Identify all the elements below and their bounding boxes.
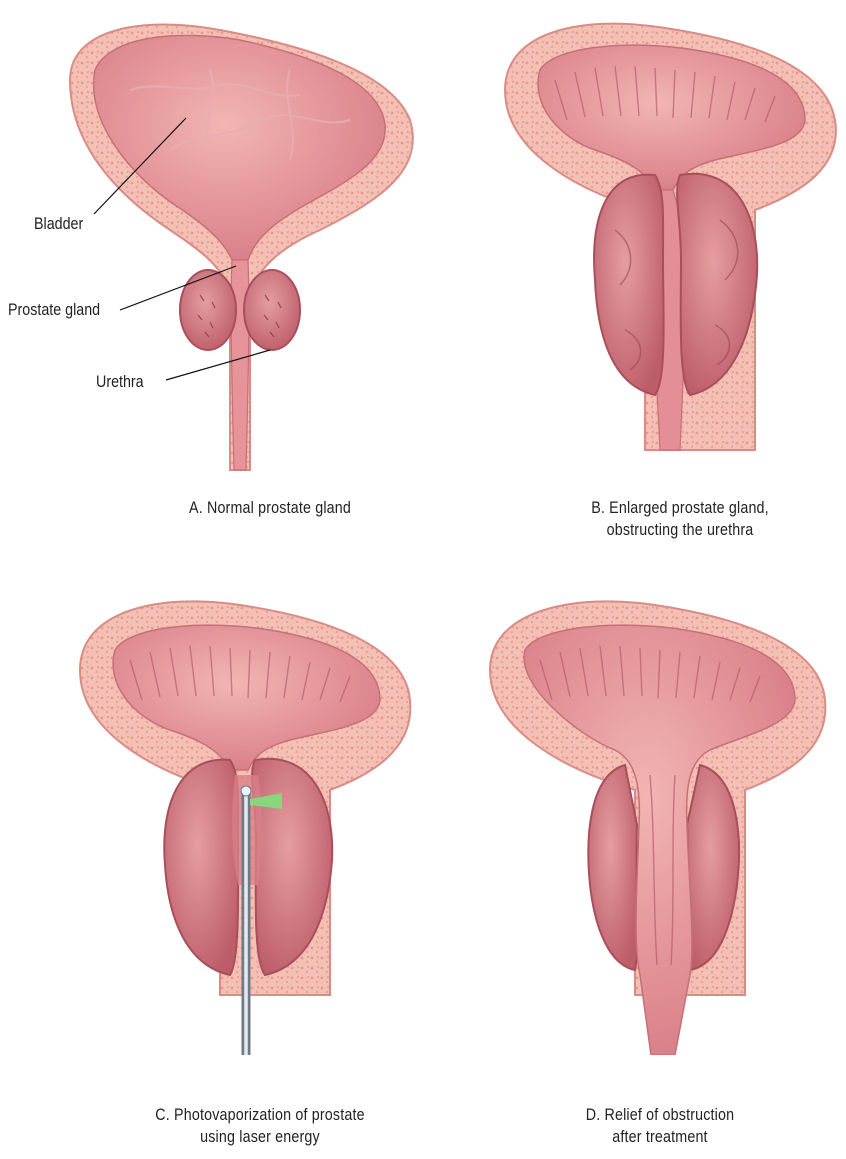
caption-panel-b: B. Enlarged prostate gland, obstructing … [546, 497, 815, 541]
caption-panel-d: D. Relief of obstruction after treatment [534, 1104, 786, 1148]
caption-panel-d-line1: D. Relief of obstruction [534, 1104, 786, 1126]
panel-b-enlarged-prostate-illustration [495, 10, 845, 470]
caption-panel-c-line1: C. Photovaporization of prostate [126, 1104, 395, 1126]
caption-panel-b-line1: B. Enlarged prostate gland, [546, 497, 815, 519]
prostate-lobe-left [164, 760, 238, 975]
prostate-lobe-left [594, 175, 664, 395]
prostate-lobe-left [588, 765, 637, 970]
panel-c-photovaporization-illustration [60, 585, 430, 1055]
caption-panel-a: A. Normal prostate gland [144, 497, 396, 519]
caption-panel-d-line2: after treatment [534, 1126, 786, 1148]
caption-panel-c-line2: using laser energy [126, 1126, 395, 1148]
caption-panel-c: C. Photovaporization of prostate using l… [126, 1104, 395, 1148]
caption-panel-b-line2: obstructing the urethra [546, 519, 815, 541]
panel-d-relief-illustration [475, 585, 845, 1055]
